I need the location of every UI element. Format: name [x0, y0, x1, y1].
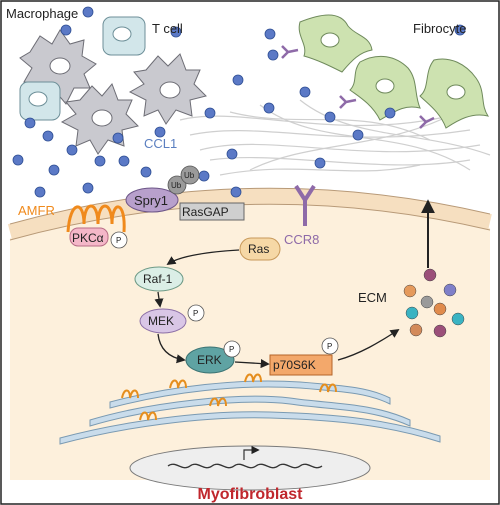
fibrocyte-nuclei	[320, 32, 466, 100]
amfr-receptor	[66, 204, 126, 233]
label-erk-p: P	[229, 345, 234, 354]
spry1-node	[125, 187, 179, 213]
label-spry1: Spry1	[134, 193, 168, 208]
label-pkc: PKCα	[72, 231, 104, 245]
ccr8-receptor	[294, 184, 316, 226]
label-mek: MEK	[148, 314, 174, 328]
pkc-node	[69, 227, 109, 247]
ub-node-1	[167, 175, 187, 195]
fibrocyte-ccr8-receptors	[281, 45, 435, 129]
ecm-beads	[403, 268, 465, 338]
dna-strand	[167, 463, 323, 469]
label-pkc-p: P	[116, 236, 121, 245]
label-raf1: Raf-1	[143, 272, 173, 286]
p70s6k-node	[269, 354, 333, 376]
transcription-arrow	[243, 445, 260, 460]
label-ccl1: CCL1	[144, 136, 177, 151]
ub-node-2	[180, 165, 200, 185]
label-erk: ERK	[197, 353, 222, 367]
t-cells	[19, 16, 146, 121]
label-amfr: AMFR	[18, 203, 55, 218]
label-ecm: ECM	[358, 290, 387, 305]
label-mek-p: P	[193, 309, 198, 318]
macrophage-nuclei	[49, 57, 181, 127]
ras-node	[239, 237, 281, 261]
label-ccr8: CCR8	[284, 232, 319, 247]
raf1-node	[134, 266, 184, 292]
p70s6k-phospho	[321, 337, 339, 355]
figure-title: Myofibroblast	[198, 486, 304, 503]
ribosome-coils	[121, 373, 337, 421]
pathway-arrows	[154, 199, 435, 369]
mek-node	[139, 308, 187, 334]
membrane-inner-line	[9, 203, 491, 241]
label-t-cell: T cell	[152, 21, 183, 36]
erk-node	[185, 346, 235, 374]
rasgap-node	[179, 202, 245, 221]
pkc-phospho	[110, 231, 128, 249]
label-fibrocyte: Fibrocyte	[413, 21, 466, 36]
label-ub-2: Ub	[184, 171, 195, 180]
label-ras: Ras	[248, 242, 269, 256]
label-ub-1: Ub	[171, 181, 182, 190]
label-macrophage: Macrophage	[6, 6, 78, 21]
label-rasgap: RasGAP	[182, 205, 229, 219]
erk-phospho	[223, 340, 241, 358]
ccl1-ligands	[12, 6, 466, 198]
mek-phospho	[187, 304, 205, 322]
label-p70s6k-p: P	[327, 342, 332, 351]
label-p70s6k: p70S6K	[273, 358, 316, 372]
